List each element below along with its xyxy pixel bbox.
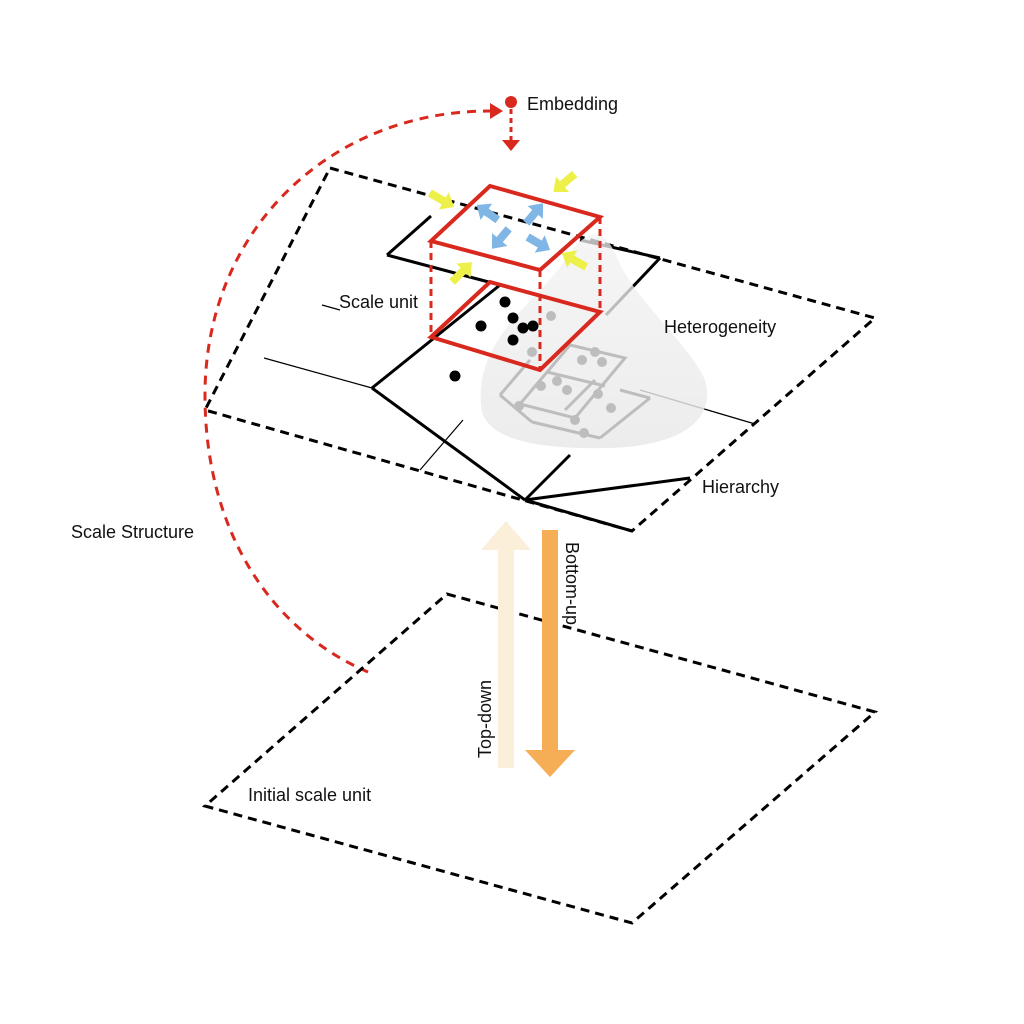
scale-unit-points	[449, 296, 539, 382]
embedding-label: Embedding	[527, 94, 618, 114]
bottom-up-label: Bottom-up	[562, 542, 582, 625]
hierarchy-label: Hierarchy	[702, 477, 779, 497]
initial-plane-boundary	[201, 592, 879, 925]
heterogeneity-mountain	[480, 234, 708, 449]
initial-scale-unit-label: Initial scale unit	[248, 785, 371, 805]
yellow-arrows	[427, 170, 589, 285]
embedding-point	[505, 96, 517, 108]
scale-structure-label: Scale Structure	[71, 522, 194, 542]
top-down-arrow	[481, 521, 531, 768]
embedding-marker	[502, 96, 520, 151]
heterogeneity-points	[514, 311, 616, 438]
scale-structure-arc	[203, 109, 493, 674]
top-down-label: Top-down	[475, 680, 495, 758]
scale-unit-highlight	[426, 183, 605, 373]
embedding-arrowhead	[502, 140, 520, 151]
scale-unit-label: Scale unit	[339, 292, 418, 312]
heterogeneity-label: Heterogeneity	[664, 317, 776, 337]
scale-structure-arc-arrowhead	[490, 103, 503, 119]
blue-arrows	[476, 203, 551, 253]
bottom-up-arrow	[525, 530, 575, 777]
